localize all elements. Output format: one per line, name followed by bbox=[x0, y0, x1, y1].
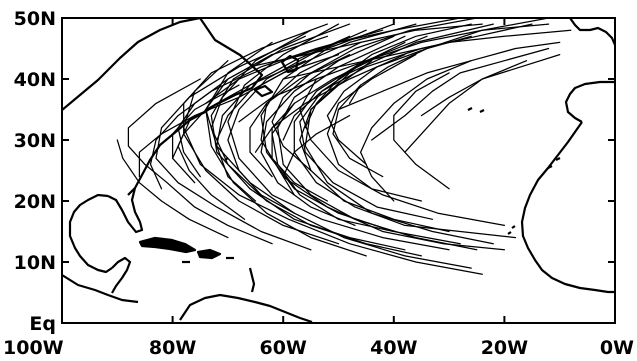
nova-scotia bbox=[253, 84, 274, 98]
storm-track bbox=[326, 53, 423, 202]
central-america-coast bbox=[111, 256, 132, 294]
y-tick-label: 40N bbox=[14, 69, 56, 91]
storm-track bbox=[304, 23, 472, 129]
storm-track bbox=[420, 53, 561, 117]
storm-track bbox=[155, 35, 312, 251]
storm-track bbox=[249, 53, 351, 178]
y-tick-label: Eq bbox=[29, 313, 56, 335]
storm-track bbox=[304, 23, 494, 245]
storm-track bbox=[171, 84, 240, 184]
storm-track bbox=[216, 23, 417, 141]
storm-track bbox=[127, 78, 273, 245]
iberia-coast bbox=[564, 80, 615, 123]
storm-track bbox=[205, 18, 461, 105]
azores bbox=[467, 107, 485, 113]
cape-verde bbox=[507, 225, 516, 235]
plot-area bbox=[62, 18, 615, 323]
y-tick-label: 10N bbox=[14, 252, 56, 274]
florida-coast bbox=[107, 187, 144, 234]
storm-track bbox=[393, 72, 450, 190]
storm-track bbox=[371, 47, 550, 141]
y-tick-label: 20N bbox=[14, 191, 56, 213]
storm-track bbox=[332, 84, 384, 178]
storm-track bbox=[277, 35, 478, 251]
y-axis: 50N 40N 30N 20N 10N Eq bbox=[14, 8, 615, 335]
cuba bbox=[138, 236, 197, 254]
storm-track bbox=[116, 139, 229, 239]
storm-track bbox=[149, 29, 384, 190]
storm-track bbox=[326, 18, 550, 166]
storm-track bbox=[254, 53, 406, 153]
lesser-antilles bbox=[248, 267, 256, 293]
storm-track bbox=[271, 102, 329, 202]
x-tick-label: 40W bbox=[370, 337, 417, 359]
storm-track bbox=[348, 35, 472, 105]
hispaniola bbox=[196, 248, 222, 260]
central-america-south bbox=[62, 274, 139, 304]
canary-islands bbox=[547, 157, 561, 169]
storm-track bbox=[227, 29, 367, 214]
storm-track bbox=[210, 29, 423, 257]
y-tick-label: 30N bbox=[14, 130, 56, 152]
storm-track bbox=[183, 60, 483, 275]
storm-track bbox=[227, 23, 450, 251]
x-tick-label: 0W bbox=[600, 337, 634, 359]
storm-track bbox=[404, 60, 528, 153]
storm-track bbox=[282, 23, 533, 141]
europe-coast bbox=[569, 18, 615, 46]
south-america-coast bbox=[179, 293, 313, 323]
x-tick-label: 80W bbox=[149, 337, 196, 359]
map-frame bbox=[61, 17, 616, 324]
storm-track bbox=[337, 41, 561, 111]
storm-track bbox=[260, 35, 395, 227]
x-tick-label: 20W bbox=[481, 337, 528, 359]
storm-track bbox=[299, 78, 506, 227]
storm-track bbox=[282, 29, 572, 80]
storm-tracks bbox=[116, 18, 572, 275]
x-tick-label: 100W bbox=[3, 337, 64, 359]
africa-coast bbox=[520, 121, 615, 294]
y-tick-label: 50N bbox=[14, 8, 56, 30]
gulf-coast bbox=[68, 193, 113, 274]
storm-track bbox=[359, 60, 472, 202]
x-axis: 100W 80W 60W 40W 20W 0W bbox=[3, 18, 634, 359]
storm-track bbox=[282, 114, 351, 196]
x-tick-label: 60W bbox=[259, 337, 306, 359]
storm-track bbox=[299, 60, 450, 233]
storm-track bbox=[177, 121, 246, 220]
storm-track bbox=[299, 35, 434, 220]
storm-track bbox=[216, 35, 351, 202]
storm-track bbox=[205, 53, 367, 257]
storm-track bbox=[249, 23, 483, 68]
